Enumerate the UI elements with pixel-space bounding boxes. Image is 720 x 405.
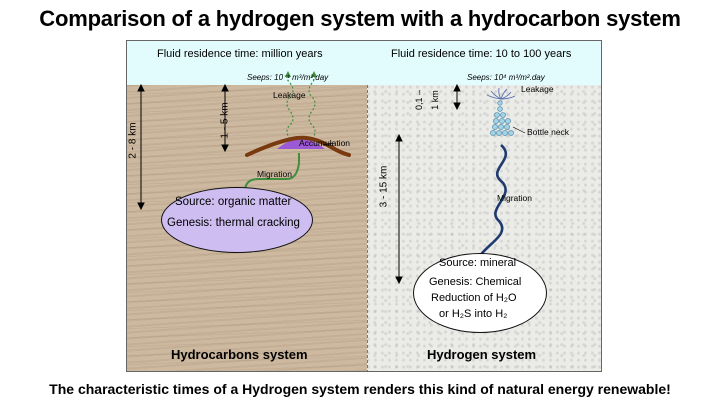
system-divider — [367, 85, 368, 371]
bottleneck-label: Bottle neck — [527, 127, 570, 137]
slide-title: Comparison of a hydrogen system with a h… — [39, 6, 681, 31]
leakage-arrowheads-left — [285, 71, 317, 77]
hydrocarbon-genesis: Genesis: thermal cracking — [167, 217, 300, 229]
hydrogen-migration-path — [475, 144, 508, 266]
hydrogen-seeps-label: Seeps: 10⁴ m³/m².day — [467, 73, 545, 82]
hydrocarbon-leakage-paths — [286, 72, 316, 140]
hydrocarbon-system-name: Hydrocarbons system — [171, 347, 308, 362]
hydrogen-leakage-label: Leakage — [521, 84, 554, 94]
depth-arrow-2-8km — [137, 83, 145, 211]
hydrogen-migration-label: Migration — [497, 193, 532, 203]
depth-label-3-15km: 3 - 15 km — [378, 165, 390, 208]
diagram-panel: Fluid residence time: million years Seep… — [126, 40, 602, 372]
diagram-graphics — [137, 71, 526, 285]
trap-cap-rock — [245, 135, 351, 157]
hydrocarbon-source-ellipse — [161, 187, 313, 253]
depth-label-2-8km: 2 - 8 km — [127, 122, 139, 159]
hydrogen-source-ellipse — [413, 253, 547, 333]
hydrocarbon-source: Source: organic matter — [175, 196, 292, 208]
depth-label-0-1km-b: 1 km — [429, 90, 440, 110]
hydrogen-system-name: Hydrogen system — [427, 347, 537, 362]
hydrogen-source: Source: mineral — [439, 257, 517, 269]
hydrogen-genesis-2: Reduction of H₂O — [431, 292, 517, 304]
accumulation-pointer — [322, 142, 334, 146]
hydrogen-genesis-3: or H₂S into H₂ — [439, 308, 508, 320]
hydrocarbon-seeps-label: Seeps: 10⁻¹ m³/m².day — [247, 73, 329, 82]
bottleneck-funnel — [490, 100, 514, 136]
hydrocarbon-migration-label: Migration — [257, 169, 292, 179]
depth-label-1-5km: 1 - 5 km — [219, 102, 231, 139]
hydrogen-residence-time: Fluid residence time: 10 to 100 years — [391, 48, 572, 60]
hydrocarbon-residence-time: Fluid residence time: million years — [157, 48, 323, 60]
accumulation-label: Accumulation — [299, 138, 351, 148]
depth-arrow-3-15km — [395, 133, 403, 285]
hydrogen-leakage-fans — [486, 87, 516, 100]
hydrocarbon-migration-path — [244, 153, 300, 209]
slide-footer: The characteristic times of a Hydrogen s… — [49, 381, 671, 397]
hydrogen-genesis-1: Genesis: Chemical — [429, 276, 522, 288]
depth-arrow-0-1km — [453, 83, 461, 111]
depth-label-0-1km-a: 0,1 – — [414, 89, 425, 111]
hydrocarbon-leakage-label: Leakage — [273, 90, 306, 100]
depth-arrow-1-5km — [221, 83, 229, 153]
bottleneck-pointer — [512, 126, 526, 134]
